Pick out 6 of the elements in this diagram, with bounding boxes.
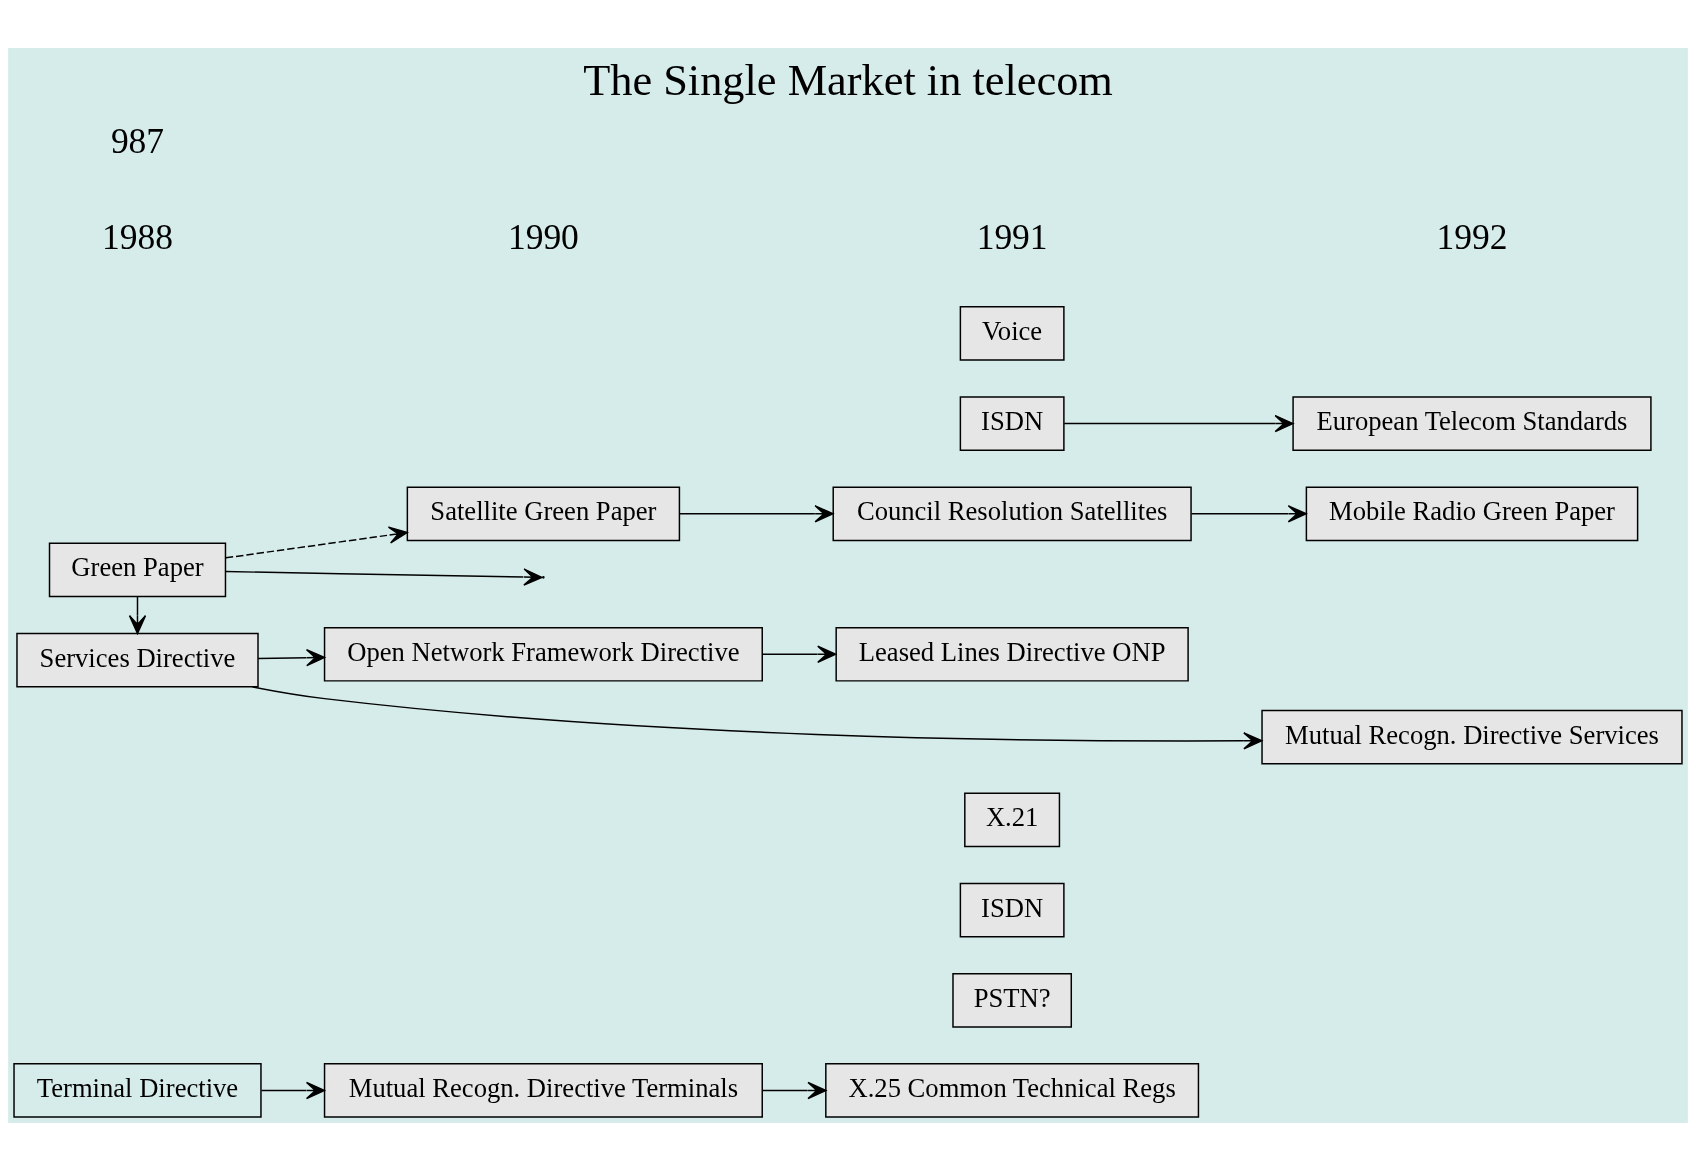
diagram-title: The Single Market in telecom <box>583 54 1113 105</box>
label: 1990 <box>507 216 579 257</box>
label: 987 <box>110 120 165 161</box>
label: 1988 <box>102 216 173 257</box>
label: 1992 <box>1436 216 1508 257</box>
label: 1991 <box>976 216 1048 257</box>
